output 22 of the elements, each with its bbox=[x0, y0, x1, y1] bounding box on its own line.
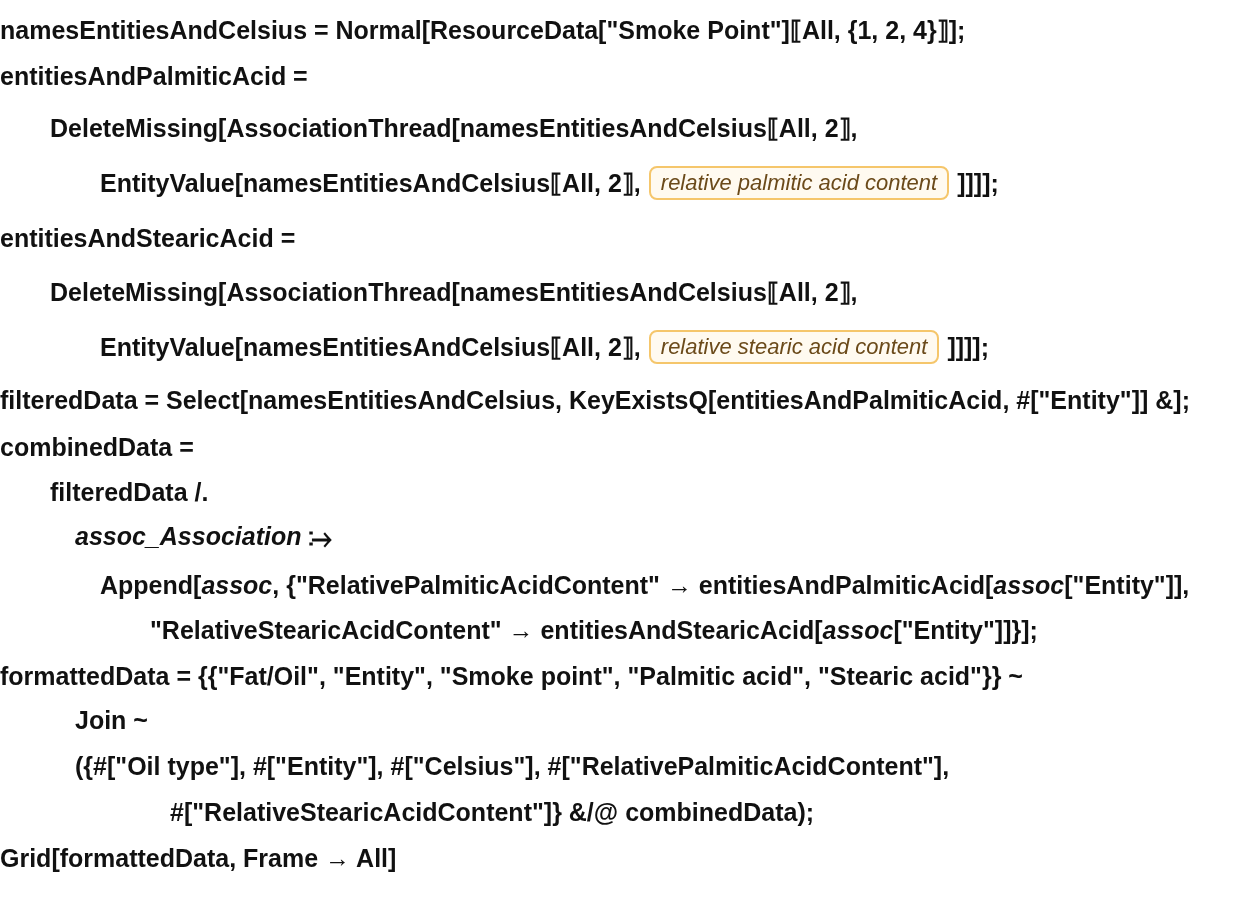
code-line: DeleteMissing[AssociationThread[namesEntitiesAndCelsius⟦All, 2⟧, bbox=[50, 113, 858, 143]
code-line: combinedData = bbox=[0, 432, 194, 462]
code-line: filteredData /. bbox=[50, 477, 209, 507]
code-line: #["RelativeStearicAcidContent"]} &/@ combinedData); bbox=[170, 797, 815, 827]
code-line: DeleteMissing[AssociationThread[namesEntitiesAndCelsius⟦All, 2⟧, bbox=[50, 277, 858, 307]
code-line: ({#["Oil type"], #["Entity"], #["Celsius"], #["RelativePalmiticAcidContent"], bbox=[75, 751, 950, 781]
code-line: ]]]]; bbox=[947, 332, 990, 362]
code-line: ]]]]; bbox=[957, 168, 999, 198]
code-line: filteredData = Select[namesEntitiesAndCelsius, KeyExistsQ[entitiesAndPalmiticAcid, #["Entity"]] &]; bbox=[0, 385, 1190, 415]
entity-box: relative palmitic acid content bbox=[648, 166, 950, 200]
code-line: assoc_Association ⧴ bbox=[75, 522, 333, 552]
entity-box: relative stearic acid content bbox=[648, 330, 940, 364]
code-line: entitiesAndStearicAcid = bbox=[0, 223, 296, 253]
code-line: Grid[formattedData, Frame → All] bbox=[0, 843, 397, 873]
code-line: formattedData = {{"Fat/Oil", "Entity", "Smoke point", "Palmitic acid", "Stearic acid"}} ~ bbox=[0, 661, 1023, 691]
code-line: EntityValue[namesEntitiesAndCelsius⟦All, 2⟧, bbox=[100, 168, 641, 198]
code-line: Join ~ bbox=[75, 705, 148, 735]
code-line: Append[assoc, {"RelativePalmiticAcidContent" → entitiesAndPalmiticAcid[assoc["Entity"]], bbox=[100, 570, 1190, 600]
code-line: EntityValue[namesEntitiesAndCelsius⟦All, 2⟧, bbox=[100, 332, 641, 362]
code-line: "RelativeStearicAcidContent" → entitiesAndStearicAcid[assoc["Entity"]]}]; bbox=[150, 615, 1038, 645]
code-line: entitiesAndPalmiticAcid = bbox=[0, 61, 308, 91]
code-line: namesEntitiesAndCelsius = Normal[ResourceData["Smoke Point"]⟦All, {1, 2, 4}⟧]; bbox=[0, 15, 966, 45]
